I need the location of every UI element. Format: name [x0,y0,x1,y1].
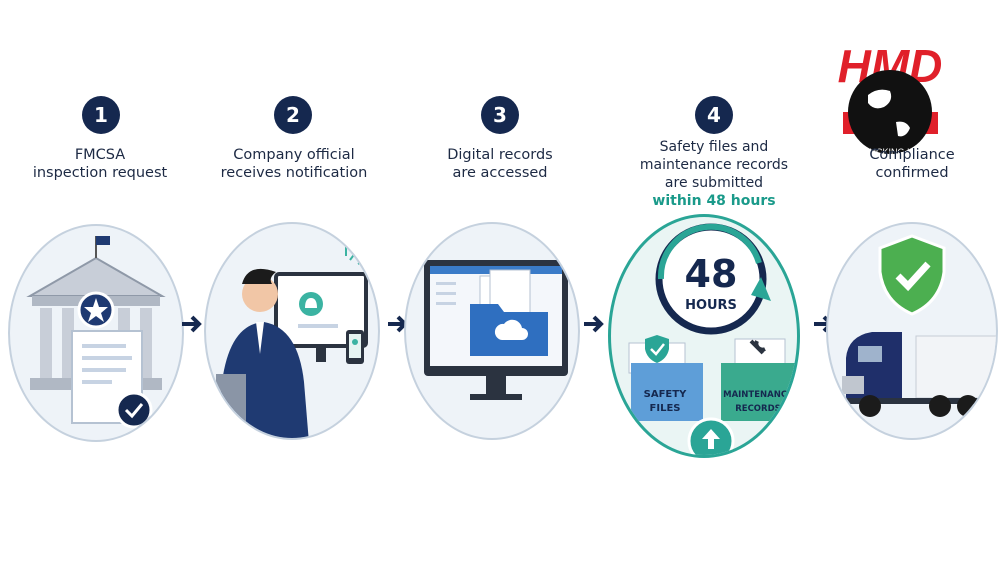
step-4-label-line2: maintenance records [639,157,789,173]
step-1-number: 1 [82,96,120,134]
step-4-label-line1: Safety files and [659,139,769,155]
step-3-label-line2: are accessed [452,165,548,181]
timer-value: 48 [685,252,738,296]
step-2-number: 2 [274,96,312,134]
step-1-label-line1: FMCSA [74,147,126,163]
step-5-label-line1: Compliance [869,147,955,163]
step-2-illustration [204,222,380,440]
timer-unit: HOURS [685,298,737,313]
safety-folder-line1: SAFETY [644,389,687,400]
step-5-label-line2: confirmed [875,165,949,181]
step-4-illustration: 48 HOURS SAFETY FILES MAINTENANCE RECORD… [608,214,800,458]
step-1-illustration [8,224,184,442]
hmd-logo: HMD TRUCKING INC [810,40,970,170]
step-3-illustration [404,222,580,440]
step-3-label-line1: Digital records [447,147,553,163]
step-1-label: FMCSA inspection request [0,146,200,182]
step-3-number: 3 [481,96,519,134]
step-4-label-line3: are submitted [664,175,764,191]
maintenance-folder-line2: RECORDS [735,404,781,414]
step-5-illustration [826,222,998,440]
maintenance-folder-line1: MAINTENANCE [723,390,793,400]
svg-text:TRUCKING INC: TRUCKING INC [858,147,924,157]
step-2-label-line1: Company official [233,147,355,163]
step-4-number: 4 [695,96,733,134]
step-2-label-line2: receives notification [220,165,368,181]
step-2-label: Company official receives notification [194,146,394,182]
step-5-label: Compliance confirmed [812,146,1000,182]
shield-check-icon [878,234,946,316]
step-3-label: Digital records are accessed [400,146,600,182]
arrow-1-icon [182,315,202,333]
step-4-label: Safety files and maintenance records are… [614,138,814,210]
step-4-highlight: within 48 hours [652,193,776,209]
arrow-3-icon [584,315,604,333]
step-1-label-line2: inspection request [32,165,168,181]
safety-folder-line2: FILES [650,403,681,414]
